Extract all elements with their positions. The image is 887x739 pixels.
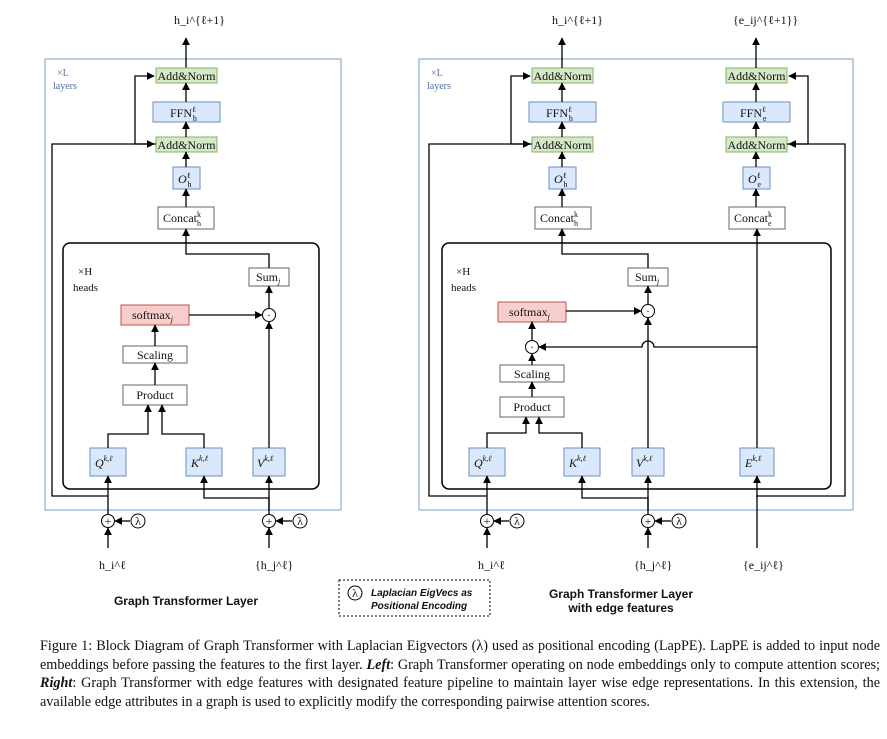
left-layers-mult: ×L [57, 68, 69, 79]
left-softmax-label: softmaxj [132, 308, 174, 324]
left-layers-box [44, 58, 342, 511]
right-sum-label: Sumj [635, 270, 660, 286]
right-dot-op-1-glyph: · [646, 304, 650, 318]
right-heads-word: heads [451, 282, 476, 294]
right-plus-1-glyph: + [484, 514, 491, 528]
right-diagram: ×L layers ×H heads h_i^{ℓ+1} {e_ij^{ℓ+1}… [418, 13, 854, 615]
right-scaling-label: Scaling [514, 367, 550, 381]
right-add-norm-mid-e-label: Add&Norm [728, 138, 787, 152]
left-add-norm-mid-label: Add&Norm [158, 138, 217, 152]
left-product-label: Product [136, 388, 174, 402]
right-k-label: Kk,ℓ [568, 454, 587, 470]
figure-caption: Figure 1: Block Diagram of Graph Transfo… [40, 637, 880, 711]
left-dot-glyph: · [267, 308, 271, 322]
right-title-line1: Graph Transformer Layer [549, 587, 693, 601]
right-v-label: Vk,ℓ [636, 454, 653, 470]
right-heads-box [441, 242, 832, 490]
left-scaling-label: Scaling [137, 348, 173, 362]
left-plus-2 [262, 514, 276, 528]
right-add-norm-top-e-label: Add&Norm [728, 69, 787, 83]
right-arrows [428, 37, 846, 548]
legend: λ Laplacian EigVecs as Positional Encodi… [338, 579, 491, 617]
right-input-hj: {h_j^ℓ} [634, 558, 672, 572]
right-lambda-2-glyph: λ [676, 514, 682, 528]
left-heads-word: heads [73, 282, 98, 294]
left-heads-box [62, 242, 320, 490]
left-plus-2-glyph: + [266, 514, 273, 528]
right-layers-box [418, 58, 854, 511]
right-lambda-2 [671, 513, 687, 529]
right-layers-mult: ×L [431, 68, 443, 79]
right-e-label: Ek,ℓ [744, 454, 762, 470]
right-output-e: {e_ij^{ℓ+1}} [733, 13, 798, 27]
left-sum-label: Sumj [256, 270, 281, 286]
left-q-label: Qk,ℓ [95, 454, 113, 470]
left-diagram: ×L layers ×H heads h_i^{ℓ+1} Add&Norm FF… [44, 13, 342, 608]
left-k-box [185, 447, 223, 477]
caption-part2: : Graph Transformer operating on node em… [390, 656, 880, 673]
right-lambda-1 [509, 513, 525, 529]
caption-left-word: Left [366, 656, 391, 673]
left-lambda-1-glyph: λ [135, 514, 141, 528]
right-add-norm-top-h-label: Add&Norm [534, 69, 593, 83]
left-k-label: Kk,ℓ [190, 454, 209, 470]
left-output-label: h_i^{ℓ+1} [174, 13, 225, 27]
right-input-e: {e_ij^ℓ} [743, 558, 784, 572]
left-arrows [51, 72, 292, 548]
right-heads-mult: ×H [456, 266, 470, 278]
right-product-label: Product [513, 400, 551, 414]
right-layers-word: layers [427, 81, 451, 92]
left-v-label: Vk,ℓ [257, 454, 274, 470]
right-output-h: h_i^{ℓ+1} [552, 13, 603, 27]
graph-transformer-diagram: ×L layers ×H heads h_i^{ℓ+1} Add&Norm FF… [44, 13, 854, 617]
right-plus-2-glyph: + [645, 514, 652, 528]
legend-line1: Laplacian EigVecs as [371, 588, 473, 599]
right-plus-2 [641, 514, 655, 528]
legend-box [338, 579, 491, 617]
right-add-norm-mid-h-label: Add&Norm [534, 138, 593, 152]
right-q-label: Qk,ℓ [474, 454, 492, 470]
right-dot-op-2-glyph: · [530, 340, 534, 354]
legend-lambda-icon [347, 585, 363, 601]
right-softmax-label: softmaxj [509, 305, 551, 321]
legend-lambda-glyph: λ [352, 586, 358, 600]
left-plus-1-glyph: + [105, 514, 112, 528]
caption-part1: Figure 1: Block Diagram of Graph Transfo… [40, 638, 880, 673]
right-lambda-1-glyph: λ [514, 514, 520, 528]
left-lambda-2-glyph: λ [297, 514, 303, 528]
right-title-line2: with edge features [567, 601, 674, 615]
caption-part3: : Graph Transformer with edge features w… [40, 675, 880, 710]
left-layers-word: layers [53, 81, 77, 92]
left-q-box [89, 447, 127, 477]
left-heads-mult: ×H [78, 266, 92, 278]
right-plus-1 [480, 514, 494, 528]
left-input-hj: {h_j^ℓ} [255, 558, 293, 572]
left-lambda-2 [292, 513, 308, 529]
legend-line2: Positional Encoding [371, 601, 467, 612]
left-plus-1 [101, 514, 115, 528]
right-input-h: h_i^ℓ [478, 558, 505, 572]
caption-right-word: Right [40, 675, 73, 691]
left-add-norm-top-label: Add&Norm [158, 69, 217, 83]
left-lambda-1 [130, 513, 146, 529]
left-input-h: h_i^ℓ [99, 558, 126, 572]
left-title: Graph Transformer Layer [114, 594, 258, 608]
